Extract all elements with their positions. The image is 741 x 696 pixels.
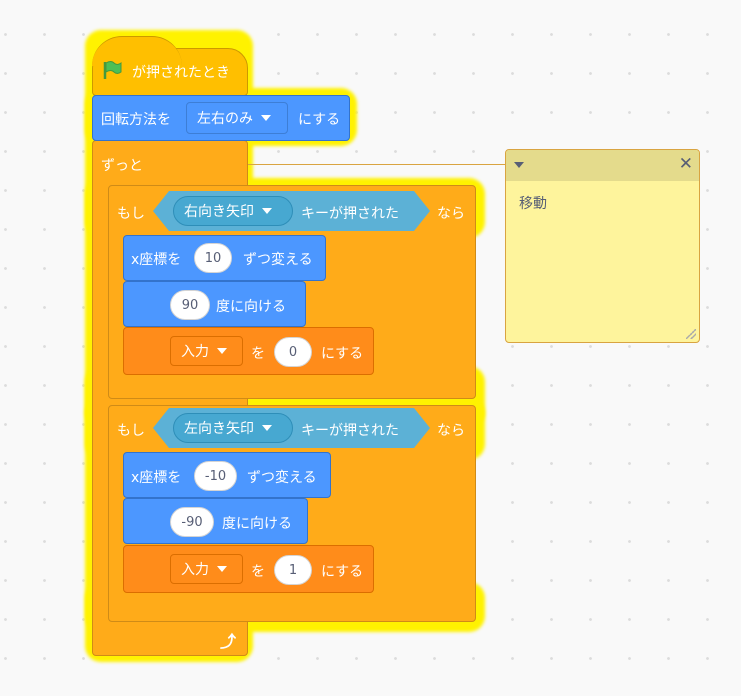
close-icon[interactable]: ✕ xyxy=(678,154,693,174)
set-var-input[interactable]: 0 xyxy=(274,337,312,367)
change-x-prefix: x座標を xyxy=(131,470,182,486)
caret-down-icon xyxy=(262,208,272,214)
condition-suffix: キーが押された xyxy=(301,206,399,222)
direction-input[interactable]: -90 xyxy=(170,507,214,537)
key-dropdown[interactable]: 左向き矢印 xyxy=(173,413,293,443)
forever-label: ずっと xyxy=(101,158,143,174)
comment-text[interactable]: 移動 xyxy=(519,196,547,212)
hat-cap xyxy=(92,36,182,66)
comment-header[interactable]: ✕ xyxy=(506,150,699,181)
loop-arrow-icon: ⤴ xyxy=(220,632,237,651)
set-variable-block[interactable] xyxy=(123,545,374,593)
condition-suffix: キーが押された xyxy=(301,423,399,439)
set-var-input[interactable]: 1 xyxy=(274,555,312,585)
change-x-input[interactable]: -10 xyxy=(194,461,237,491)
then-label: なら xyxy=(437,206,465,222)
variable-dropdown[interactable]: 入力 xyxy=(170,554,243,584)
caret-down-icon xyxy=(262,425,272,431)
variable-name: 入力 xyxy=(181,344,209,360)
key-value: 左向き矢印 xyxy=(184,421,254,437)
key-dropdown[interactable]: 右向き矢印 xyxy=(173,196,293,226)
caret-down-icon xyxy=(217,348,227,354)
set-variable-block[interactable] xyxy=(123,327,374,375)
change-x-value: -10 xyxy=(204,468,227,484)
change-x-suffix: ずつ変える xyxy=(243,252,313,268)
comment-connector xyxy=(248,164,506,165)
caret-down-icon xyxy=(261,115,271,121)
set-var-mid: を xyxy=(251,564,265,580)
direction-input[interactable]: 90 xyxy=(170,290,210,320)
rotation-style-suffix: にする xyxy=(298,112,341,128)
direction-suffix: 度に向ける xyxy=(216,299,286,315)
set-var-value: 0 xyxy=(288,344,298,360)
rotation-style-value: 左右のみ xyxy=(197,111,253,127)
if-label: もし xyxy=(117,423,145,439)
set-var-suffix: にする xyxy=(321,564,364,580)
change-x-input[interactable]: 10 xyxy=(194,243,232,273)
direction-value: 90 xyxy=(181,297,199,313)
variable-dropdown[interactable]: 入力 xyxy=(170,336,243,366)
change-x-suffix: ずつ変える xyxy=(247,470,317,486)
hat-label: が押されたとき xyxy=(132,65,230,81)
change-x-value: 10 xyxy=(204,250,222,266)
direction-value: -90 xyxy=(181,514,203,530)
set-var-value: 1 xyxy=(288,562,298,578)
point-direction-block[interactable] xyxy=(123,281,306,327)
point-direction-block[interactable] xyxy=(123,498,308,544)
workspace-comment[interactable]: ✕ 移動 xyxy=(505,149,700,343)
variable-name: 入力 xyxy=(181,562,209,578)
set-var-suffix: にする xyxy=(321,346,364,362)
then-label: なら xyxy=(437,423,465,439)
change-x-prefix: x座標を xyxy=(131,252,182,268)
resize-handle[interactable] xyxy=(686,329,696,339)
rotation-style-prefix: 回転方法を xyxy=(101,112,171,128)
direction-suffix: 度に向ける xyxy=(222,516,292,532)
key-value: 右向き矢印 xyxy=(184,204,254,220)
if-label: もし xyxy=(117,206,145,222)
set-var-mid: を xyxy=(251,346,265,362)
caret-down-icon xyxy=(217,566,227,572)
caret-down-icon[interactable] xyxy=(514,162,524,168)
green-flag-icon xyxy=(102,60,122,80)
rotation-style-dropdown[interactable]: 左右のみ xyxy=(186,102,288,134)
